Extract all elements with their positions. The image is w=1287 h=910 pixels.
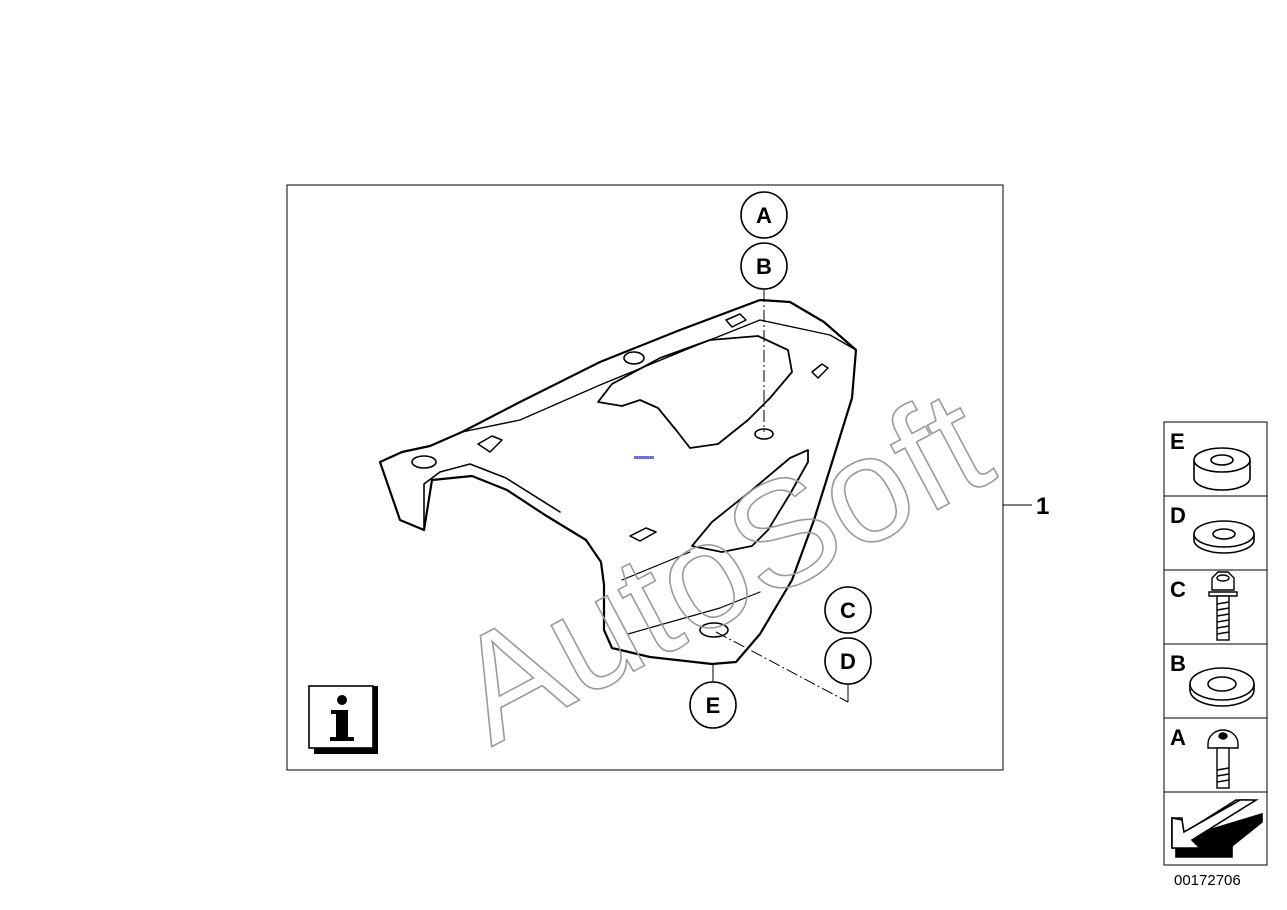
legend-row-arrow[interactable] xyxy=(1171,799,1263,858)
callout-b[interactable]: B xyxy=(740,242,788,290)
legend-row-a[interactable]: A xyxy=(1170,725,1239,789)
callout-a[interactable]: A xyxy=(740,191,788,239)
callout-d-label: D xyxy=(840,649,856,674)
spacer-icon xyxy=(1193,447,1251,491)
luggage-carrier-bracket xyxy=(378,298,858,666)
callout-a-label: A xyxy=(756,203,772,228)
legend-panel xyxy=(1163,421,1268,866)
legend-d-label: D xyxy=(1170,503,1186,528)
washer-icon xyxy=(1189,667,1255,707)
callout-d[interactable]: D xyxy=(824,637,872,685)
leader-lines-solid xyxy=(712,504,1032,702)
round-head-screw-icon xyxy=(1207,729,1239,789)
diagram-frame xyxy=(286,184,1004,771)
legend-row-e[interactable]: E xyxy=(1170,429,1251,491)
callout-e[interactable]: E xyxy=(689,681,737,729)
legend-c-label: C xyxy=(1170,577,1186,602)
callout-c-label: C xyxy=(840,598,856,623)
info-icon[interactable] xyxy=(308,685,378,754)
legend-b-label: B xyxy=(1170,651,1186,676)
leader-lines xyxy=(715,290,849,703)
legend-row-d[interactable]: D xyxy=(1170,503,1255,554)
legend-a-label: A xyxy=(1170,725,1186,750)
washer-icon xyxy=(1193,520,1255,554)
legend-row-c[interactable]: C xyxy=(1170,571,1238,641)
callout-b-label: B xyxy=(756,254,772,279)
legend-e-label: E xyxy=(1170,429,1185,454)
callout-e-label: E xyxy=(706,693,721,718)
arrow-icon xyxy=(1171,799,1263,858)
legend-row-b[interactable]: B xyxy=(1170,651,1255,707)
callout-c[interactable]: C xyxy=(824,586,872,634)
diagram-id: 00172706 xyxy=(1174,872,1241,889)
hex-bolt-icon xyxy=(1208,571,1238,641)
part-number[interactable]: 1 xyxy=(1036,493,1049,520)
